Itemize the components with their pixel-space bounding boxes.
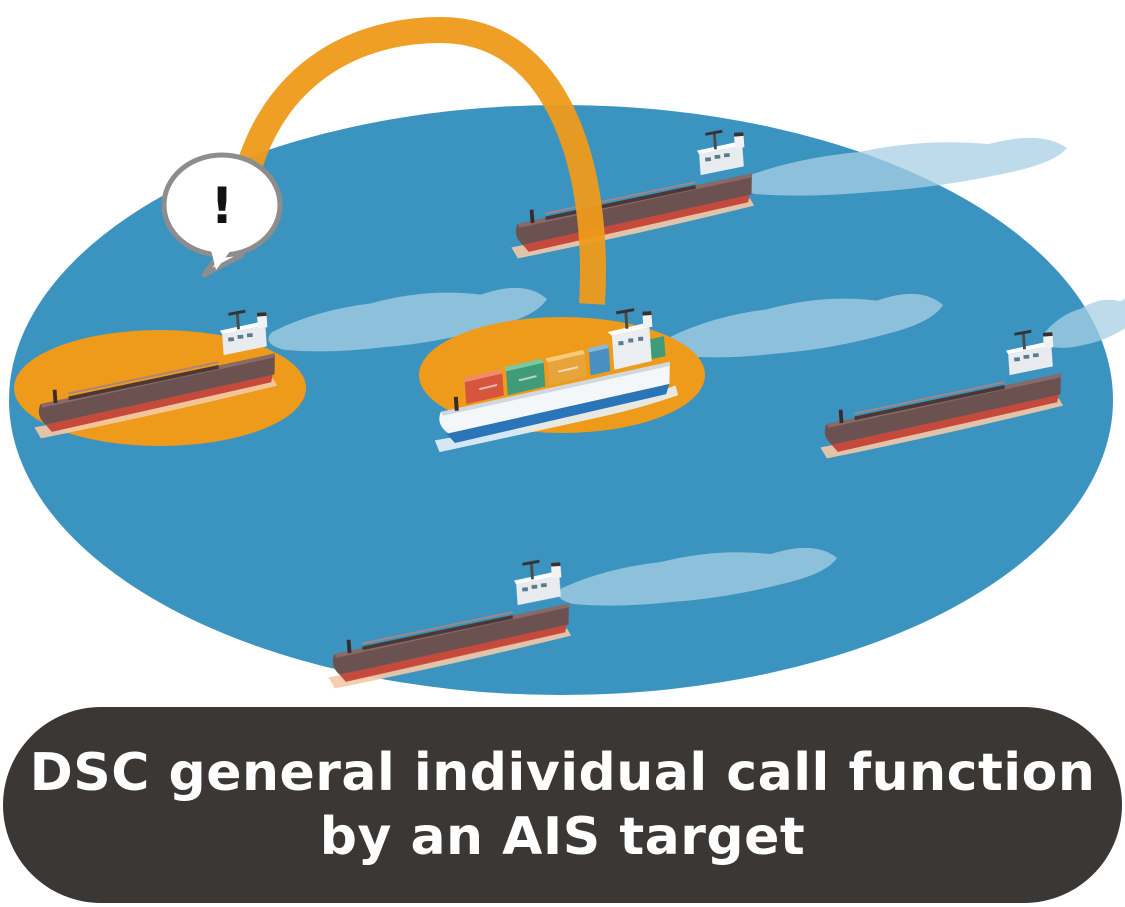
alert-exclamation: ! — [211, 177, 234, 235]
alert-speech-bubble: ! — [161, 152, 283, 278]
dsc-call-arc — [227, 16, 606, 305]
caption-line-2: by an AIS target — [319, 807, 806, 867]
caption-banner: DSC general individual call function by … — [3, 707, 1122, 903]
caption-line-1: DSC general individual call function — [29, 743, 1096, 803]
